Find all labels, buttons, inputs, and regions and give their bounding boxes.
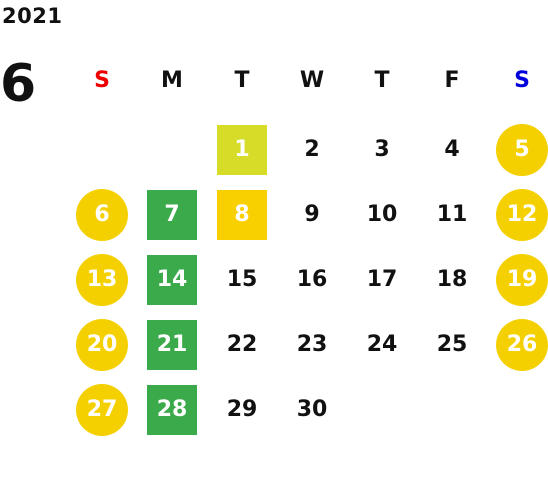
weekday-header-thu: T <box>374 68 390 93</box>
day-cell[interactable]: 30 <box>277 385 347 435</box>
day-cell[interactable]: 16 <box>277 255 347 305</box>
day-cell[interactable]: 14 <box>137 255 207 305</box>
day-cell[interactable]: 21 <box>137 320 207 370</box>
day-number-weekend: 20 <box>76 319 128 371</box>
day-number-weekend: 26 <box>496 319 548 371</box>
day-cell[interactable]: 23 <box>277 320 347 370</box>
day-cell[interactable]: 22 <box>207 320 277 370</box>
day-number: 16 <box>296 267 328 292</box>
day-cell[interactable]: 7 <box>137 190 207 240</box>
day-number: 9 <box>304 202 320 227</box>
day-number: 30 <box>296 397 328 422</box>
day-cell[interactable]: 12 <box>487 189 548 241</box>
day-cell[interactable]: 10 <box>347 190 417 240</box>
day-cell[interactable]: 29 <box>207 385 277 435</box>
day-cell[interactable]: 24 <box>347 320 417 370</box>
day-cell[interactable]: 1 <box>207 125 277 175</box>
day-number-highlighted: 7 <box>147 190 197 240</box>
day-number-weekend: 27 <box>76 384 128 436</box>
day-cell[interactable]: 17 <box>347 255 417 305</box>
weekday-header-mon: M <box>161 68 183 93</box>
day-cell[interactable]: 8 <box>207 190 277 240</box>
day-cell[interactable]: 27 <box>67 384 137 436</box>
day-number: 2 <box>304 137 320 162</box>
day-number-weekend: 6 <box>76 189 128 241</box>
day-cell[interactable]: 18 <box>417 255 487 305</box>
weekday-header-tue: T <box>234 68 250 93</box>
day-number: 24 <box>366 332 398 357</box>
day-number: 17 <box>366 267 398 292</box>
day-number: 10 <box>366 202 398 227</box>
year-label: 2021 <box>2 4 63 28</box>
day-number-weekend: 13 <box>76 254 128 306</box>
weekday-header-sat: S <box>514 68 530 93</box>
day-cell[interactable]: 25 <box>417 320 487 370</box>
day-number: 23 <box>296 332 328 357</box>
day-cell[interactable]: 3 <box>347 125 417 175</box>
day-number: 25 <box>436 332 468 357</box>
day-number-highlighted: 14 <box>147 255 197 305</box>
day-number: 3 <box>374 137 390 162</box>
day-cell[interactable]: 15 <box>207 255 277 305</box>
day-cell[interactable]: 13 <box>67 254 137 306</box>
day-number-weekend: 19 <box>496 254 548 306</box>
day-cell[interactable]: 26 <box>487 319 548 371</box>
day-cell[interactable]: 4 <box>417 125 487 175</box>
month-number: 6 <box>0 54 37 114</box>
weekday-header-sun: S <box>94 68 110 93</box>
day-cell[interactable]: 19 <box>487 254 548 306</box>
weekday-header-wed: W <box>299 68 325 93</box>
weekday-header-fri: F <box>444 68 460 93</box>
day-number-highlighted: 28 <box>147 385 197 435</box>
day-cell[interactable]: 5 <box>487 124 548 176</box>
day-number-highlighted: 1 <box>217 125 267 175</box>
day-cell[interactable]: 9 <box>277 190 347 240</box>
day-number: 15 <box>226 267 258 292</box>
day-cell[interactable]: 6 <box>67 189 137 241</box>
day-number-highlighted: 8 <box>217 190 267 240</box>
day-number-weekend: 12 <box>496 189 548 241</box>
day-number: 29 <box>226 397 258 422</box>
day-cell[interactable]: 20 <box>67 319 137 371</box>
day-cell[interactable]: 28 <box>137 385 207 435</box>
day-number: 18 <box>436 267 468 292</box>
day-number-weekend: 5 <box>496 124 548 176</box>
day-number-highlighted: 21 <box>147 320 197 370</box>
day-number: 4 <box>444 137 460 162</box>
day-number: 22 <box>226 332 258 357</box>
day-number: 11 <box>436 202 468 227</box>
day-cell[interactable]: 2 <box>277 125 347 175</box>
day-cell[interactable]: 11 <box>417 190 487 240</box>
